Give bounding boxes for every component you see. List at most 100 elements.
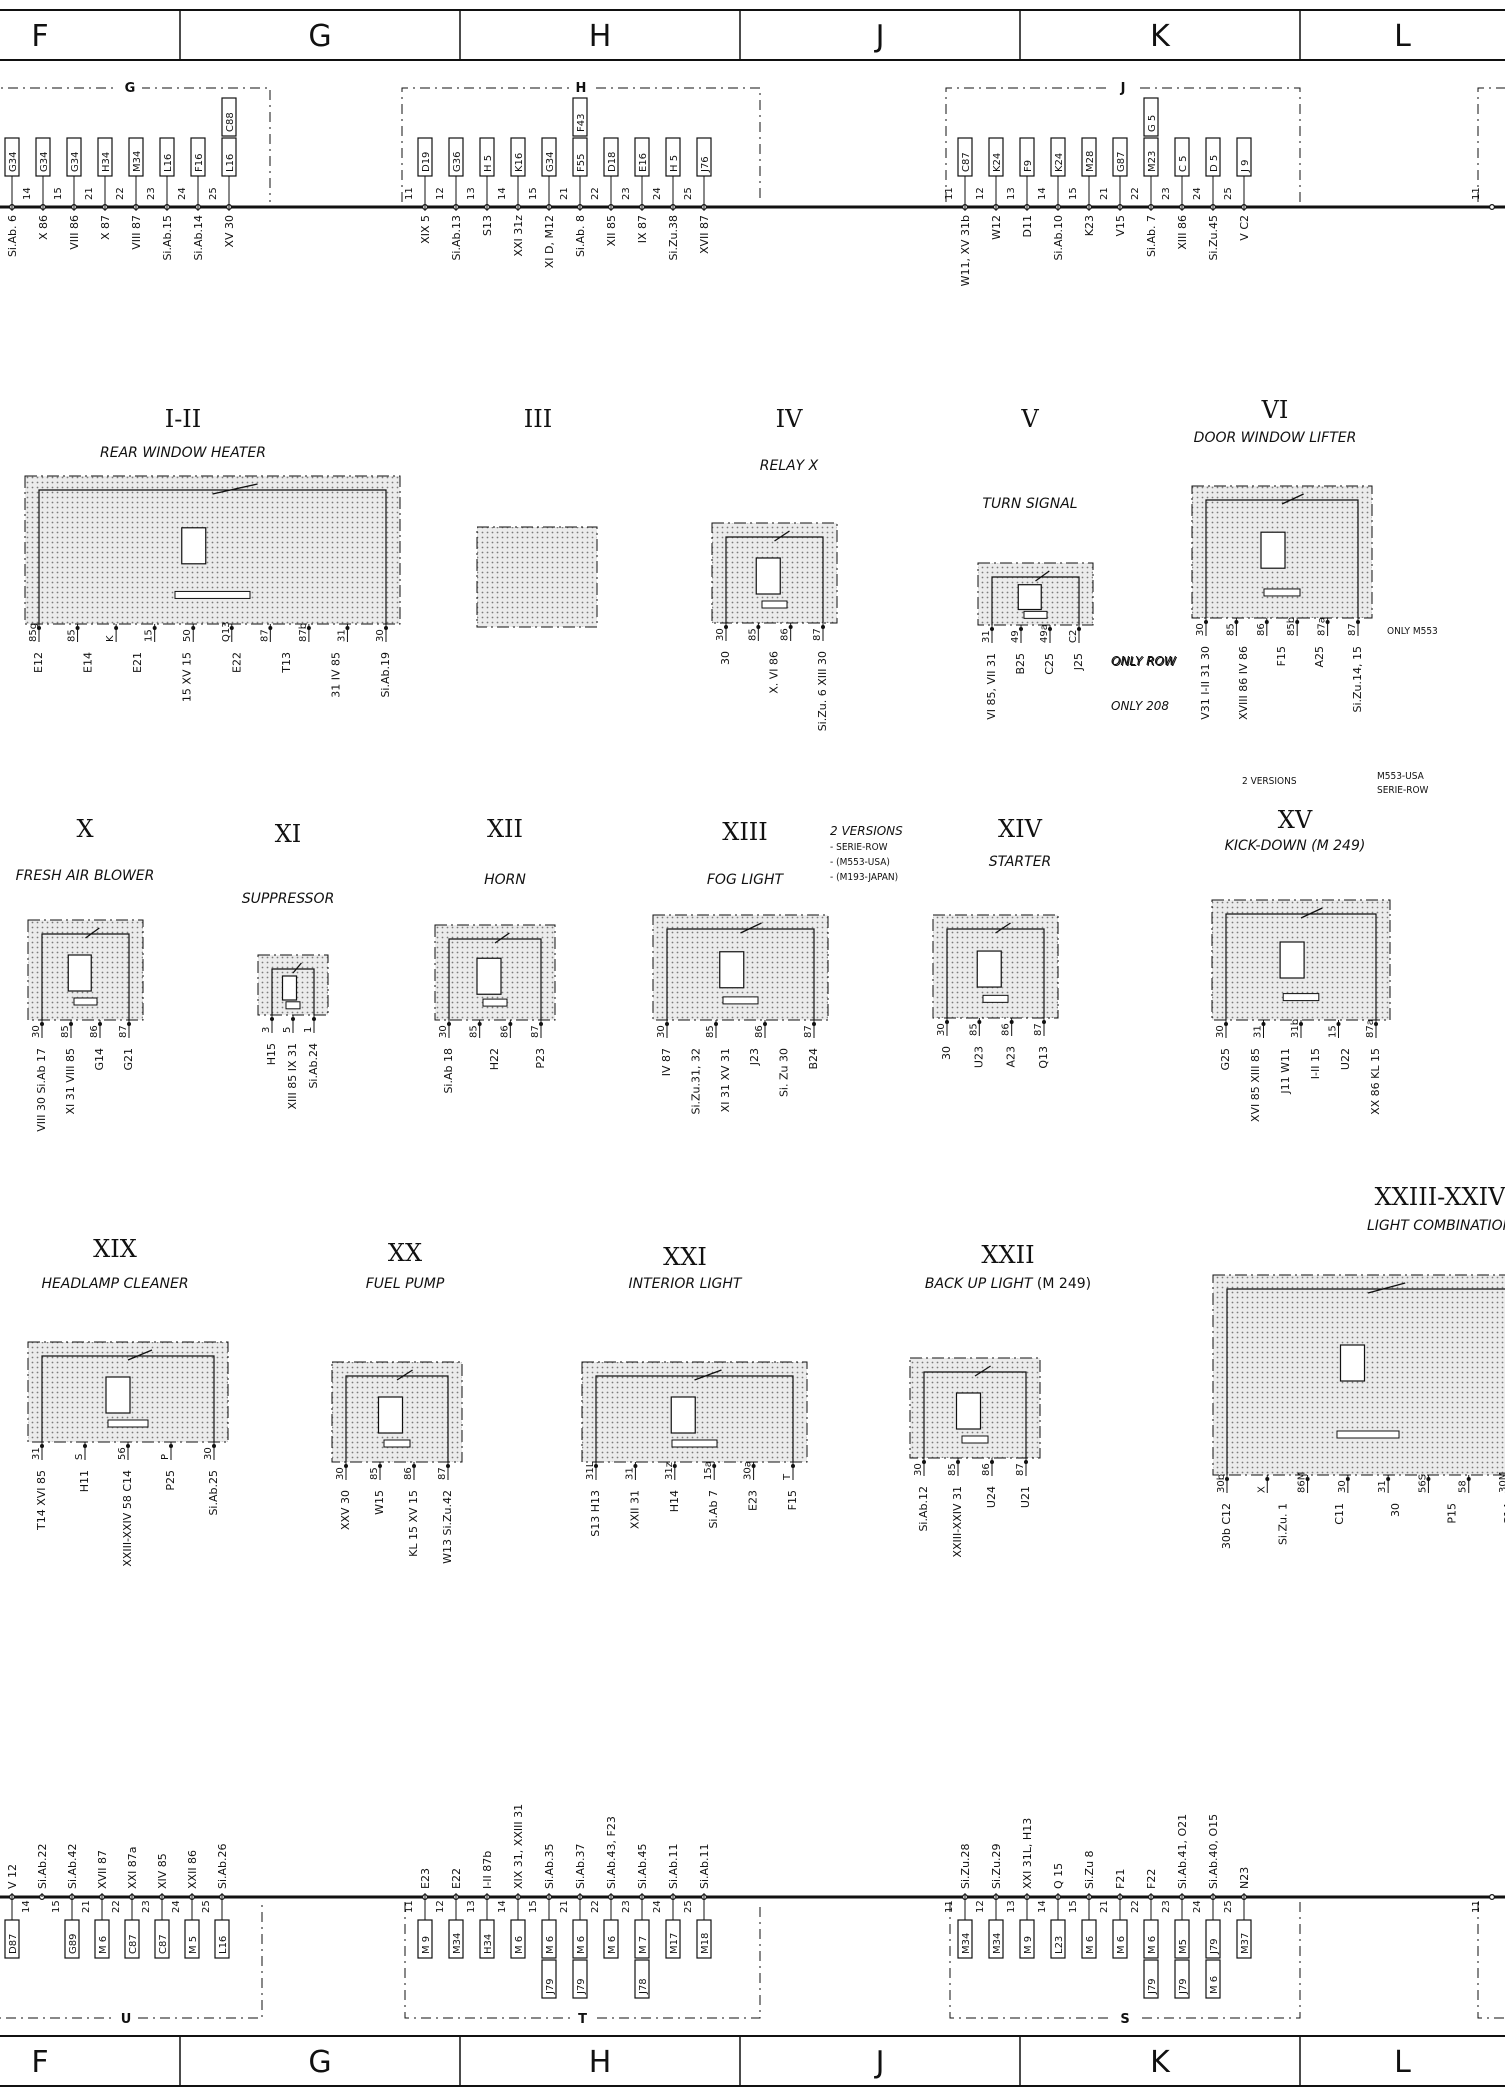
relay-pin-node [1264, 620, 1269, 624]
relay-wire-label: X. VI 86 [768, 651, 781, 694]
relay-pin-node [1426, 1477, 1431, 1481]
terminal-wire-label: F22 [1145, 1869, 1158, 1889]
relay-pin-node [1009, 1020, 1014, 1024]
relay-wire-label: H14 [668, 1490, 681, 1512]
terminal-pin-number: 11 [1471, 1900, 1482, 1913]
terminal-wire-label: Si.Ab.11 [667, 1843, 680, 1889]
relay-pin-node [1024, 1460, 1028, 1464]
relay-pin-node [69, 1022, 73, 1026]
relay-pin-label: 31 [1377, 1480, 1388, 1493]
relay-pin-node [665, 1022, 669, 1026]
relay-pin-label: 85 [60, 1025, 71, 1038]
terminal-box-label: J79 [1147, 1978, 1158, 1995]
terminal-box [1205, 1959, 1221, 1999]
column-label-j: J [874, 2045, 885, 2080]
terminal-pin-number: 13 [0, 1900, 2, 1913]
terminal-box-label: J76 [700, 156, 711, 173]
relay-pin-label: 31 [981, 630, 992, 643]
relay-wire-label: 30 [940, 1046, 953, 1060]
relay-pin-node [1325, 620, 1330, 624]
relay-pin-node [1295, 620, 1300, 624]
terminal-box-label: M 6 [1085, 1936, 1096, 1954]
relay-coil [719, 951, 745, 989]
terminal-box [1205, 1919, 1221, 1959]
terminal-wire-label: XI D, M12 [543, 215, 556, 268]
relay-pin-node [1234, 620, 1239, 624]
terminal-box [957, 137, 973, 177]
terminal-box-label: G89 [68, 1934, 79, 1954]
terminal-wire-label: Si.Zu.28 [959, 1843, 972, 1889]
relay-coil [1260, 531, 1286, 569]
relay-pin-label: 85 [369, 1467, 380, 1480]
relay-pin-label: K [105, 635, 116, 642]
terminal-wire-label: XIII 86 [1176, 215, 1189, 250]
relay-pin-node [412, 1464, 416, 1468]
terminal-box-label: F9 [1023, 160, 1034, 172]
connector-name-mask [118, 80, 142, 96]
relay-pin-label: 1 [303, 1027, 314, 1033]
relay-pin-node [1261, 1022, 1266, 1026]
terminal-box-label: C87 [128, 1934, 139, 1954]
relay-pin-label: 85 [968, 1023, 979, 1036]
terminal-box-label: G87 [1116, 152, 1127, 172]
terminal-wire-label: Si.Ab. 7 [1145, 215, 1158, 257]
relay-pin-label: 31L [585, 1461, 596, 1480]
relay-coil [755, 557, 781, 595]
relay-title: REAR WINDOW HEATER [100, 445, 266, 461]
terminal-box-label: M 6 [576, 1936, 587, 1954]
relay-wire-label: KL 15 XV 15 [407, 1490, 420, 1557]
terminal-pin-number: 24 [652, 187, 663, 200]
terminal-box [1143, 97, 1159, 137]
relay-wire-label: 30 [719, 651, 732, 665]
relay-wire-label: Si.Zu. 6 XIII 30 [816, 651, 829, 731]
relay-wire-label: U21 [1019, 1486, 1032, 1508]
relay-pin-node [312, 1017, 316, 1021]
terminal-box [665, 137, 681, 177]
terminal-wire-label: XV 30 [223, 215, 236, 248]
terminal-pin-number: 13 [466, 1900, 477, 1913]
relay-title: RELAY X [760, 458, 819, 474]
connector-group: 11 [1471, 1893, 1505, 2019]
terminal-box [1143, 1959, 1159, 1999]
relay-title: INTERIOR LIGHT [629, 1276, 743, 1292]
terminal-node [1488, 1893, 1495, 1900]
terminal-box-label: M 6 [1116, 1936, 1127, 1954]
relay-pin-label: 30M [1498, 1472, 1505, 1493]
relay-resistor [1263, 588, 1301, 597]
terminal-wire-label: XVII 87 [96, 1850, 109, 1889]
relay-pin-node [672, 1464, 677, 1468]
relay-housing-outline [711, 522, 838, 624]
relay-housing [25, 476, 400, 624]
relay-wire-label: G21 [122, 1048, 135, 1071]
relay-resistor [1023, 610, 1048, 619]
terminal-box-label: J79 [1178, 1978, 1189, 1995]
terminal-box [988, 1919, 1004, 1959]
terminal-box [128, 137, 144, 177]
relay-pin-label: 15a [703, 1461, 714, 1480]
terminal-pin-number: 21 [559, 187, 570, 200]
relay-housing-outline [581, 1361, 808, 1463]
terminal-box-label: L16 [218, 1936, 229, 1954]
terminal-pin-number: 23 [621, 1900, 632, 1913]
relay-pin-label: 87 [812, 628, 823, 641]
relay-resistor [722, 996, 759, 1005]
terminal-box [159, 137, 175, 177]
terminal-box-label: M 9 [1023, 1936, 1034, 1954]
relay-resistor [285, 1001, 301, 1010]
relay-wire-label: A23 [1005, 1046, 1018, 1068]
relay-wire-label: XIII 85 IX 31 [286, 1043, 299, 1110]
terminal-pin-number: 11 [1471, 187, 1482, 200]
connector-name: J [1120, 81, 1126, 96]
connector-name-mask [570, 2011, 595, 2027]
relay-wire-label: Si.Ab.12 [917, 1486, 930, 1532]
relay-pin-label: 30 [203, 1447, 214, 1460]
terminal-box-label: H34 [483, 1934, 494, 1954]
